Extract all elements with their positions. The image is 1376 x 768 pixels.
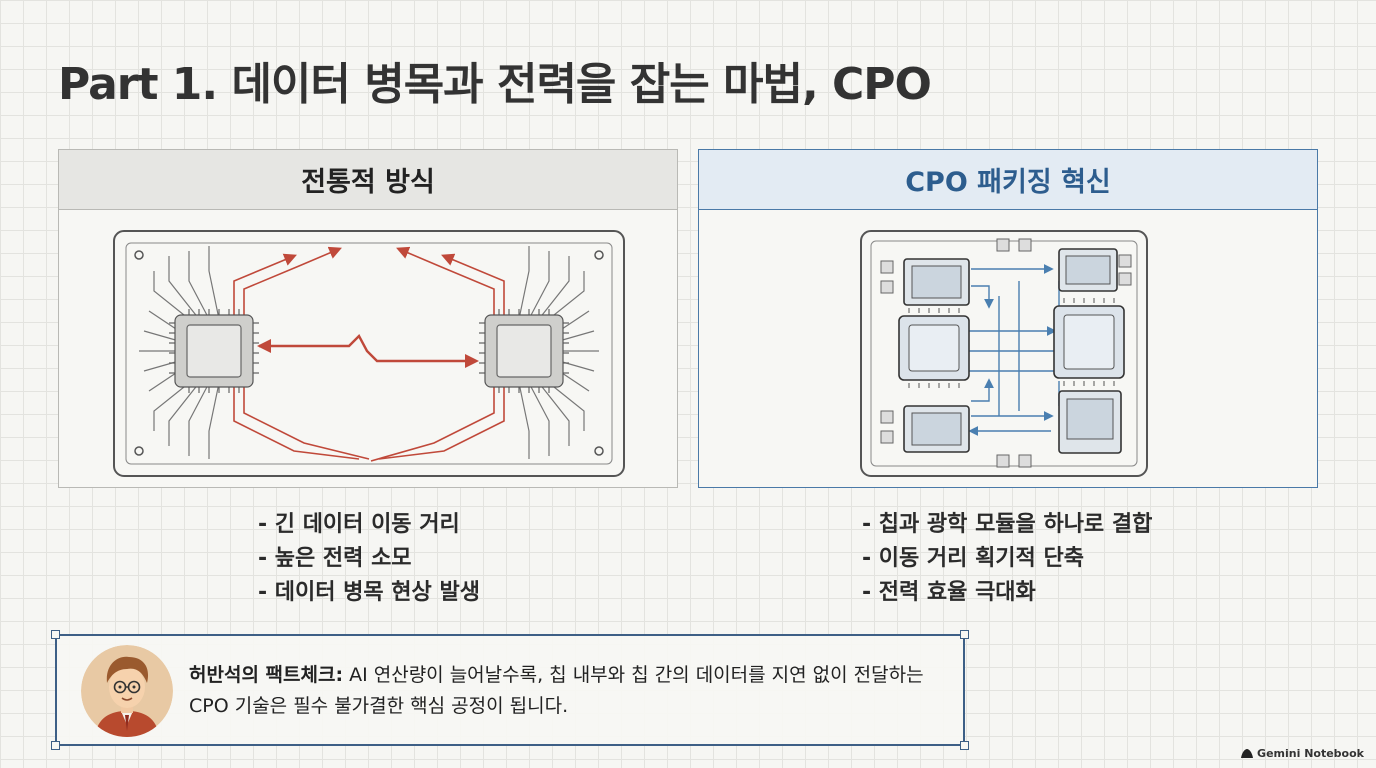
traditional-pcb-diagram	[59, 211, 677, 488]
watermark-label: Gemini Notebook	[1257, 747, 1364, 760]
fact-check-body: AI 연산량이 늘어날수록, 칩 내부와 칩 간의 데이터를 지연 없이 전달하…	[189, 664, 924, 717]
right-chip	[479, 309, 569, 393]
resize-handle-tr[interactable]	[960, 630, 969, 639]
resize-handle-bl[interactable]	[51, 741, 60, 750]
optical-module-bl	[903, 405, 970, 453]
fact-check-text: 허반석의 팩트체크: AI 연산량이 늘어날수록, 칩 내부와 칩 간의 데이터…	[189, 660, 949, 722]
cpo-chip-right	[1053, 305, 1125, 379]
optical-module-tl	[903, 258, 970, 306]
traditional-panel-header: 전통적 방식	[59, 150, 677, 210]
fact-check-callout[interactable]: 허반석의 팩트체크: AI 연산량이 늘어날수록, 칩 내부와 칩 간의 데이터…	[51, 630, 969, 750]
resize-handle-tl[interactable]	[51, 630, 60, 639]
cpo-panel-header: CPO 패키징 혁신	[699, 150, 1317, 210]
cpo-bullet-list: - 칩과 광학 모듈을 하나로 결합 - 이동 거리 획기적 단축 - 전력 효…	[862, 508, 1152, 610]
cpo-packaging-panel: CPO 패키징 혁신	[698, 149, 1318, 488]
list-item: - 이동 거리 획기적 단축	[862, 546, 1084, 571]
list-item: - 높은 전력 소모	[258, 546, 412, 571]
list-item: - 칩과 광학 모듈을 하나로 결합	[862, 512, 1153, 537]
traditional-method-panel: 전통적 방식	[58, 149, 678, 488]
gemini-notebook-watermark: Gemini Notebook	[1241, 747, 1364, 760]
list-item: - 전력 효율 극대화	[862, 580, 1036, 605]
left-chip	[169, 309, 259, 393]
avatar	[81, 645, 173, 737]
fact-check-label: 허반석의 팩트체크:	[189, 664, 344, 686]
traditional-bullet-list: - 긴 데이터 이동 거리 - 높은 전력 소모 - 데이터 병목 현상 발생	[258, 508, 480, 610]
page-title: Part 1. 데이터 병목과 전력을 잡는 마법, CPO	[58, 59, 932, 110]
optical-module-tr	[1058, 248, 1118, 292]
resize-handle-br[interactable]	[960, 741, 969, 750]
optical-module-br	[1058, 390, 1122, 454]
list-item: - 데이터 병목 현상 발생	[258, 580, 480, 605]
notebook-logo-icon	[1241, 749, 1254, 758]
cpo-package-diagram	[699, 211, 1317, 488]
list-item: - 긴 데이터 이동 거리	[258, 512, 460, 537]
cpo-chip-left	[898, 315, 970, 381]
